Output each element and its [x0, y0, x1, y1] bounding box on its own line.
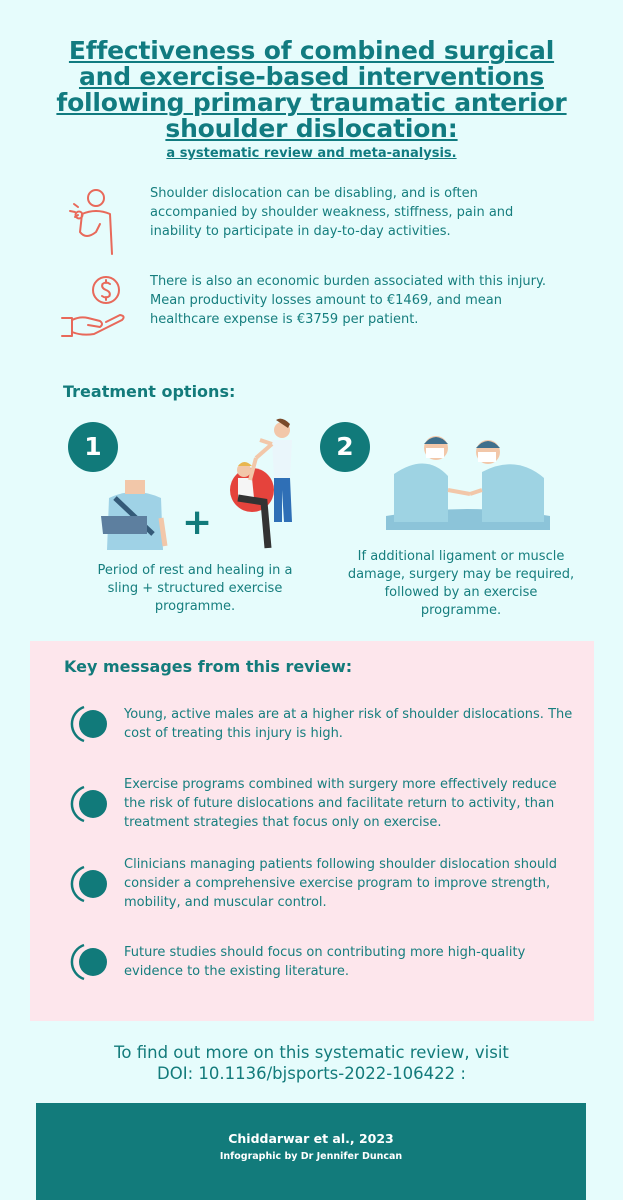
sling-illustration — [101, 480, 168, 550]
key-message-item: Exercise programs combined with surgery … — [70, 775, 574, 832]
find-out-more: To find out more on this systematic revi… — [20, 1042, 603, 1084]
key-messages-box: Key messages from this review: Young, ac… — [30, 641, 594, 1021]
physiotherapy-illustration — [230, 418, 292, 549]
intro-text-disability: Shoulder dislocation can be disabling, a… — [150, 186, 514, 239]
circle-bullet-icon — [70, 705, 107, 743]
key-messages-heading: Key messages from this review: — [64, 657, 353, 676]
key-message-item: Young, active males are at a higher risk… — [70, 703, 574, 745]
money-hand-icon — [61, 276, 125, 337]
key-message-text: Exercise programs combined with surgery … — [124, 777, 557, 830]
key-message-item: Clinicians managing patients following s… — [70, 855, 574, 912]
key-message-text: Future studies should focus on contribut… — [124, 945, 526, 979]
treatment-heading: Treatment options: — [63, 382, 236, 401]
circle-bullet-icon — [70, 943, 107, 981]
intro-item-disability: Shoulder dislocation can be disabling, a… — [60, 184, 550, 256]
circle-bullet-icon — [70, 785, 107, 822]
key-message-text: Young, active males are at a higher risk… — [124, 707, 573, 741]
key-message-text: Clinicians managing patients following s… — [124, 857, 558, 910]
surgery-illustration — [386, 436, 550, 530]
option-2-caption: If additional ligament or muscle damage,… — [347, 549, 575, 618]
key-message-item: Future studies should focus on contribut… — [70, 941, 574, 983]
subtitle: a systematic review and meta-analysis. — [166, 146, 457, 161]
circle-bullet-icon — [70, 865, 107, 902]
citation: Chiddarwar et al., 2023 — [228, 1131, 394, 1146]
footer: Chiddarwar et al., 2023 Infographic by D… — [36, 1103, 586, 1200]
plus-sign: + — [182, 502, 213, 543]
infographic-credit: Infographic by Dr Jennifer Duncan — [219, 1151, 403, 1162]
option-2-number: 2 — [320, 422, 370, 472]
option-1-number: 1 — [68, 422, 118, 472]
doi-link[interactable]: DOI: 10.1136/bjsports-2022-106422 : — [157, 1064, 466, 1083]
find-out-more-text: To find out more on this systematic revi… — [114, 1043, 509, 1062]
intro-item-economic: There is also an economic burden associa… — [60, 272, 550, 344]
shoulder-pain-icon — [69, 189, 113, 255]
intro-text-economic: There is also an economic burden associa… — [150, 274, 546, 327]
infographic-title: Effectiveness of combined surgical and e… — [40, 36, 583, 162]
main-title: Effectiveness of combined surgical and e… — [56, 36, 567, 143]
option-1-caption: Period of rest and healing in a sling + … — [97, 563, 293, 614]
